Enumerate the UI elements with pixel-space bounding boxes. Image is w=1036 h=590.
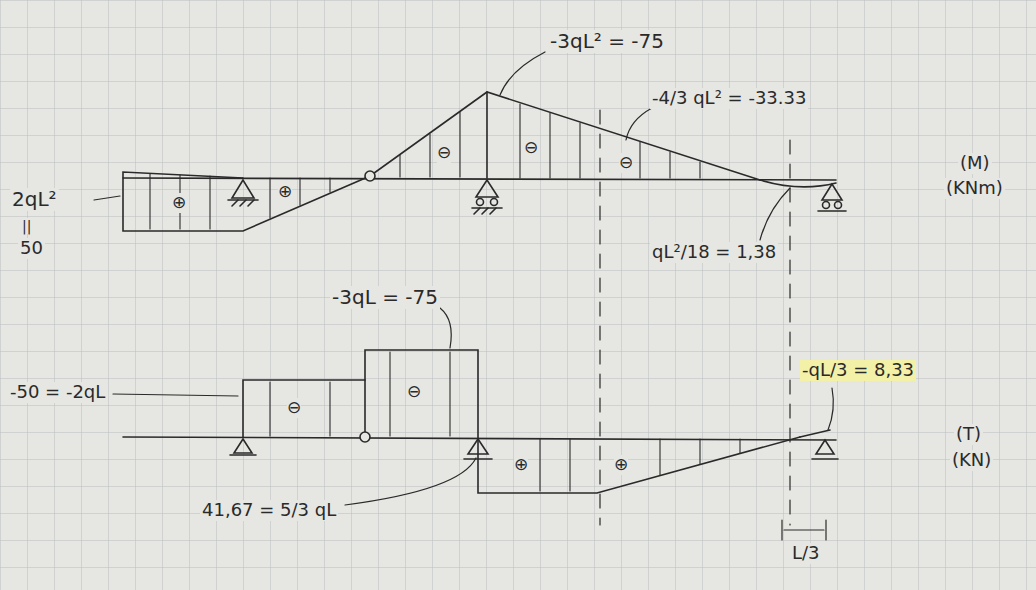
value-label: (KNm) [944,178,1005,199]
sign-mark: ⊕ [614,455,628,475]
sign-mark: ⊖ [407,382,421,402]
value-label: 2qL² [10,188,59,211]
value-label: -3qL = -75 [330,286,440,309]
sign-mark: ⊕ [172,193,186,213]
value-label: (M) [958,153,992,174]
value-label: (KN) [950,450,993,471]
value-label: -50 = -2qL [8,382,107,403]
sign-mark: ⊖ [287,398,301,418]
sign-mark: ⊕ [514,455,528,475]
value-label: qL²/18 = 1,38 [650,242,778,263]
sign-mark: ⊕ [278,182,292,202]
value-label: -3qL² = -75 [548,30,666,53]
value-label: -qL/3 = 8,33 [800,360,916,381]
sign-mark: ⊖ [524,138,538,158]
sign-mark: ⊖ [619,153,633,173]
value-label: -4/3 qL² = -33.33 [650,88,808,109]
value-label: 50 [18,238,45,259]
value-label: L/3 [790,543,822,564]
sign-mark: ⊖ [437,143,451,163]
value-label: (T) [954,424,983,445]
value-label: || [20,218,33,234]
value-label: 41,67 = 5/3 qL [200,500,338,521]
